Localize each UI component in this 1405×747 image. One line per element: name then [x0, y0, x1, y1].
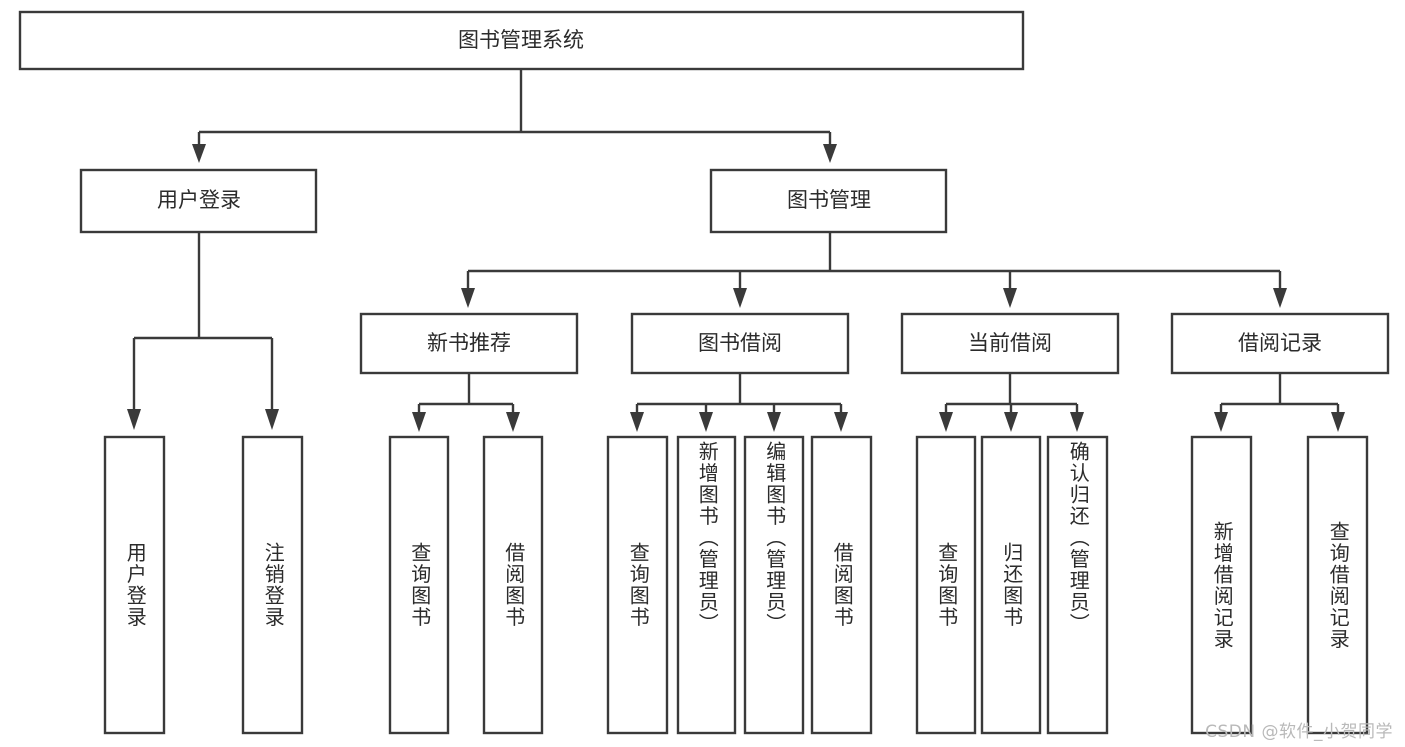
node-leaf-borrow-book-nb-box[interactable] — [482, 435, 544, 735]
node-leaf-return-book-box[interactable] — [980, 435, 1042, 735]
node-root-label: 图书管理系统 — [458, 28, 584, 52]
node-book-management[interactable]: 图书管理 — [709, 168, 948, 234]
leaf-box-group — [103, 435, 1369, 735]
arrow-br-l4 — [834, 412, 848, 432]
arrow-rc-l1 — [1214, 412, 1228, 432]
arrow-cu-l2 — [1004, 412, 1018, 432]
arrow-br-l3 — [767, 412, 781, 432]
arrow-nb-l2 — [506, 412, 520, 432]
node-new-book-recommend-box[interactable] — [359, 312, 579, 375]
arrow-ul-leaf2 — [265, 409, 279, 430]
arrow-cu-l1 — [939, 412, 953, 432]
node-borrow-record[interactable]: 借阅记录 — [1170, 312, 1390, 375]
node-new-book-recommend[interactable]: 新书推荐 — [359, 312, 579, 375]
node-root[interactable]: 图书管理系统 — [18, 10, 1025, 71]
node-leaf-confirm-return-box[interactable] — [1046, 435, 1109, 735]
arrow-to-book-mgmt — [823, 144, 837, 163]
arrow-br-l2 — [699, 412, 713, 432]
node-book-borrow-box[interactable] — [630, 312, 850, 375]
node-current-borrow[interactable]: 当前借阅 — [900, 312, 1120, 375]
arrow-ul-leaf1 — [127, 409, 141, 430]
node-book-management-box[interactable] — [709, 168, 948, 234]
connector-group-book-mgmt — [461, 232, 1287, 308]
node-leaf-query-book-nb-box[interactable] — [388, 435, 450, 735]
arrow-bm-c1 — [461, 288, 475, 308]
connector-group-root — [192, 69, 837, 163]
node-user-login-label: 用户登录 — [157, 188, 241, 212]
node-book-borrow[interactable]: 图书借阅 — [630, 312, 850, 375]
arrow-nb-l1 — [412, 412, 426, 432]
connector-group-borrow — [630, 373, 848, 432]
node-new-book-recommend-label: 新书推荐 — [427, 331, 511, 355]
arrow-bm-c2 — [733, 288, 747, 308]
node-leaf-query-book-cu-box[interactable] — [915, 435, 977, 735]
node-root-box[interactable] — [18, 10, 1025, 71]
csdn-watermark: CSDN @软件_小贺同学 — [1205, 722, 1393, 742]
arrow-bm-c3 — [1003, 288, 1017, 308]
node-leaf-query-book-br-box[interactable] — [606, 435, 669, 735]
node-leaf-logout-box[interactable] — [241, 435, 304, 735]
node-leaf-user-login-box[interactable] — [103, 435, 166, 735]
node-book-borrow-label: 图书借阅 — [698, 331, 782, 355]
arrow-to-user-login — [192, 144, 206, 163]
node-current-borrow-label: 当前借阅 — [968, 331, 1052, 355]
connector-group-record — [1214, 373, 1345, 432]
node-user-login-box[interactable] — [79, 168, 318, 234]
connector-group-new-book — [412, 373, 520, 432]
node-leaf-edit-book-box[interactable] — [743, 435, 805, 735]
node-leaf-add-record-box[interactable] — [1190, 435, 1253, 735]
node-current-borrow-box[interactable] — [900, 312, 1120, 375]
node-book-management-label: 图书管理 — [787, 188, 871, 212]
node-borrow-record-box[interactable] — [1170, 312, 1390, 375]
node-user-login[interactable]: 用户登录 — [79, 168, 318, 234]
node-borrow-record-label: 借阅记录 — [1238, 331, 1322, 355]
arrow-br-l1 — [630, 412, 644, 432]
node-leaf-query-record-box[interactable] — [1306, 435, 1369, 735]
node-leaf-borrow-book-br-box[interactable] — [810, 435, 873, 735]
arrow-bm-c4 — [1273, 288, 1287, 308]
arrow-cu-l3 — [1070, 412, 1084, 432]
node-leaf-add-book-box[interactable] — [676, 435, 737, 735]
connector-group-user-login — [127, 232, 279, 430]
connector-group-current — [939, 373, 1084, 432]
arrow-rc-l2 — [1331, 412, 1345, 432]
